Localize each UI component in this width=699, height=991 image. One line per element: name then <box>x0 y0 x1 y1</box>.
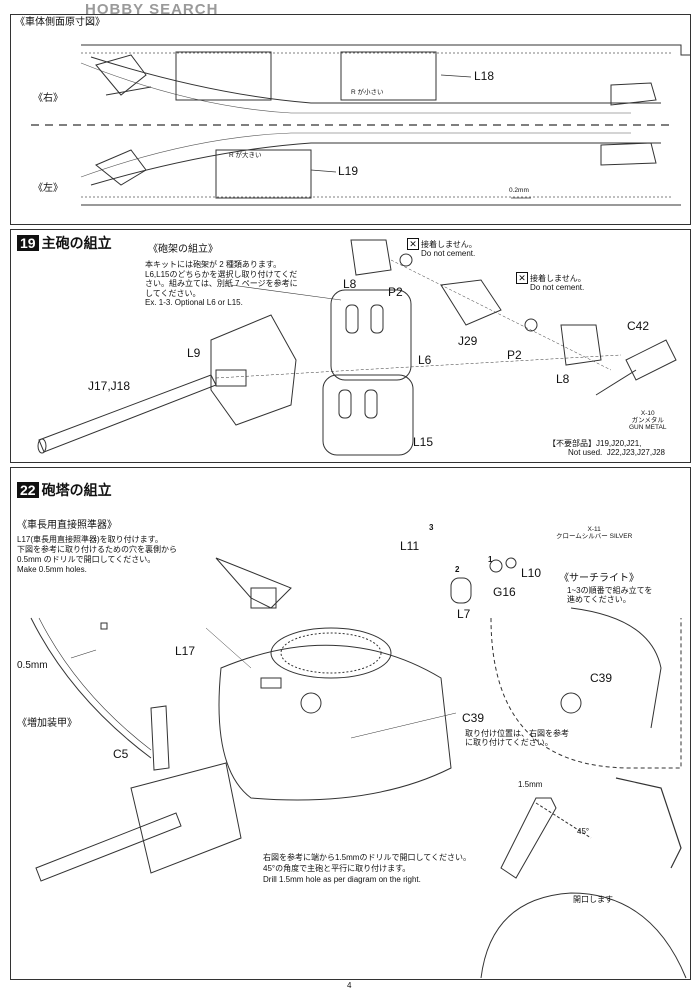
gun-mount-note-en: Ex. 1-3. Optional L6 or L15. <box>145 298 243 308</box>
hull-side-panel: 《車体側面原寸図》 《右》 《左》 L18 L19 R が小さい R が大きい … <box>10 14 691 225</box>
left-side-label: 《左》 <box>33 183 63 194</box>
no-cement-icon: ✕ <box>516 272 528 284</box>
open-hole-label: 開口します <box>573 895 613 904</box>
part-c5: C5 <box>113 747 129 761</box>
no-cement-icon: ✕ <box>407 238 419 250</box>
searchlight-subtitle: 《サーチライト》 <box>559 573 639 584</box>
step-22-number: 22 <box>17 482 39 498</box>
part-l9: L9 <box>187 346 201 360</box>
watermark-logo: HOBBY SEARCH <box>85 1 219 18</box>
c39-note: 取り付け位置は、右図を参考に取り付けてください。 <box>465 729 569 747</box>
hull-side-title: 《車体側面原寸図》 <box>15 17 105 28</box>
sight-note: L17(車長用直接照準器)を取り付けます。 下図を参考に取り付けるための穴を裏側… <box>17 535 177 574</box>
part-l17: L17 <box>175 644 196 658</box>
part-l6: L6 <box>418 353 432 367</box>
unused-parts-1: J19,J20,J21, <box>596 439 642 448</box>
step-marker-1: 1 <box>488 555 493 564</box>
part-j29: J29 <box>458 334 478 348</box>
part-l10: L10 <box>521 566 542 580</box>
hull-side-drawing <box>31 44 691 206</box>
part-c39-right: C39 <box>590 671 613 685</box>
step-19-number: 19 <box>17 235 39 251</box>
part-c42: C42 <box>627 319 650 333</box>
no-cement-note-2: ✕接着しません。 Do not cement. <box>516 272 586 293</box>
turret-drawing <box>30 557 687 979</box>
scale-label: 0.2mm <box>509 187 529 194</box>
unused-en: Not used. <box>568 447 603 457</box>
page-mark: 4 <box>347 981 352 990</box>
step-22-title: 砲塔の組立 <box>41 482 112 498</box>
step-19-title: 主砲の組立 <box>41 235 112 251</box>
note-r-large: R が大きい <box>229 152 262 159</box>
part-p2-top: P2 <box>388 285 403 299</box>
part-g16: G16 <box>493 585 516 599</box>
part-l8-top: L8 <box>343 277 357 291</box>
part-l18-label: L18 <box>474 69 495 83</box>
part-p2-right: P2 <box>507 348 522 362</box>
gun-mount-note: 本キットには砲架が 2 種類あります。L6,L15のどちらかを選択し取り付けてく… <box>145 260 305 308</box>
part-l7: L7 <box>457 607 471 621</box>
unused-parts-2: J22,J23,J27,J28 <box>606 447 665 457</box>
dim-15mm: 1.5mm <box>518 780 543 789</box>
no-cement-note-1: ✕接着しません。 Do not cement. <box>407 238 477 259</box>
searchlight-note: 1~3の順番で組み立てを進めてください。 <box>567 586 653 604</box>
step-marker-3: 3 <box>429 523 434 532</box>
part-l11: L11 <box>400 539 420 553</box>
drill-note: 右図を参考に端から1.5mmのドリルで開口してください。 45°の角度で主砲と平… <box>263 853 471 884</box>
gun-mount-subtitle: 《砲架の組立》 <box>148 244 218 255</box>
step-marker-2: 2 <box>455 565 460 574</box>
note-r-small: R が小さい <box>351 89 384 96</box>
right-side-label: 《右》 <box>33 93 63 104</box>
part-l15: L15 <box>413 435 434 449</box>
armor-subtitle: 《増加装甲》 <box>17 718 77 729</box>
part-j17-j18: J17,J18 <box>88 379 131 393</box>
dim-05mm: 0.5mm <box>17 660 48 671</box>
sight-subtitle: 《車長用直接照準器》 <box>17 520 117 531</box>
part-l19-label: L19 <box>338 164 359 178</box>
main-gun-drawing <box>37 239 677 456</box>
unused-label: 【不要部品】 <box>548 439 596 448</box>
part-l8-right: L8 <box>556 372 570 386</box>
unused-parts: 【不要部品】J19,J20,J21, Not used. J22,J23,J27… <box>548 439 665 458</box>
angle-45: 45° <box>577 827 590 836</box>
part-c39-left: C39 <box>462 711 485 725</box>
gun-mount-note-jp: 本キットには砲架が 2 種類あります。L6,L15のどちらかを選択し取り付けてく… <box>145 260 298 298</box>
